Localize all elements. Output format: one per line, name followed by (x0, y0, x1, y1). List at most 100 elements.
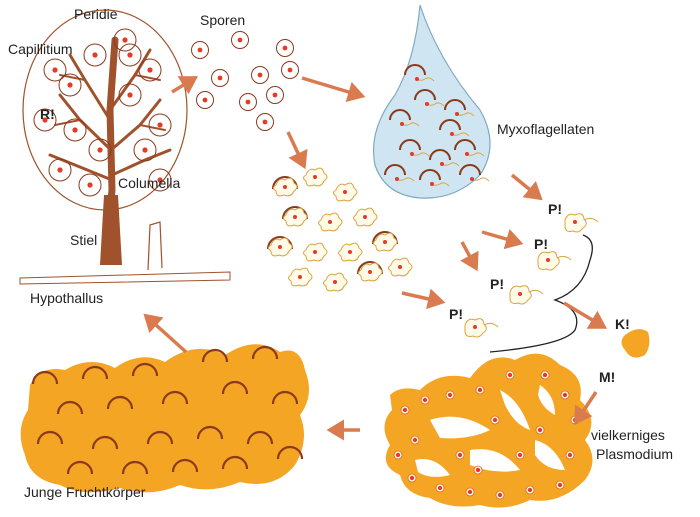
nucleus (422, 397, 428, 403)
label-r-marker: R! (40, 106, 55, 122)
amoeba-nucleus (293, 215, 297, 219)
cap (31, 370, 59, 385)
spore-nucleus (127, 92, 133, 98)
flagellate-cap (399, 139, 421, 151)
stalk-outline (147, 221, 163, 271)
cap (81, 365, 109, 380)
nucleus (542, 372, 548, 378)
flagellate-cap (439, 119, 461, 131)
nucleus (492, 417, 498, 423)
flagellum (528, 289, 544, 295)
arrow-to-cell-4 (401, 288, 446, 310)
amoeba-nucleus (333, 280, 337, 284)
hypothallus-base (19, 271, 231, 285)
amoeba-nucleus (348, 250, 352, 254)
label-plasmodium-line2: Plasmodium (596, 446, 674, 462)
amoeba-nucleus (383, 240, 387, 244)
flagellate-cap (389, 109, 411, 121)
spore-nucleus (245, 99, 251, 105)
flagellate-nucleus (450, 132, 454, 136)
label-hypothallus: Hypothallus (30, 290, 104, 306)
amoeba-nucleus (298, 275, 302, 279)
plasmodium-nuclei (393, 370, 580, 500)
arrow-to-cell-3 (460, 241, 479, 272)
label-junge-fruchtkoerper: Junge Fruchtkörper (24, 484, 146, 500)
flagellate-nucleus (410, 152, 414, 156)
flagellate-cap (414, 89, 436, 101)
label-p-marker-1: P! (548, 201, 562, 217)
spore (138, 58, 162, 82)
spore (256, 113, 274, 131)
cap (131, 362, 159, 377)
amoeba-nucleus (283, 185, 287, 189)
zygote (621, 329, 650, 358)
cap (251, 345, 279, 360)
label-stiel: Stiel (70, 232, 98, 248)
spore (58, 73, 82, 97)
arrow-sporangium-to-spores (171, 76, 198, 95)
label-myxoflagellaten: Myxoflagellaten (497, 121, 595, 137)
single-cells (464, 213, 599, 338)
nucleus (437, 485, 443, 491)
spore-nucleus (257, 72, 263, 78)
nucleus (497, 492, 503, 498)
spore (191, 41, 209, 59)
spore (281, 61, 299, 79)
spore (83, 43, 107, 67)
nucleus (409, 475, 415, 481)
label-p-marker-4: P! (449, 306, 463, 322)
flagellate-cap (419, 169, 441, 181)
flagellum (483, 322, 499, 328)
spore-nucleus (157, 122, 163, 128)
arrow-young-to-sporangium (143, 313, 188, 354)
spore (118, 43, 142, 67)
spore-nucleus (282, 45, 288, 51)
cap (276, 445, 304, 460)
spore (88, 138, 112, 162)
spore (118, 83, 142, 107)
brace (489, 234, 593, 353)
spore-nucleus (272, 92, 278, 98)
cap (66, 460, 94, 475)
flagellate-nucleus (415, 77, 419, 81)
spore (113, 28, 137, 52)
arrow-spores-to-amoebae (286, 131, 308, 170)
label-sporen: Sporen (200, 12, 246, 28)
label-columella: Columella (118, 175, 181, 191)
cap (36, 430, 64, 445)
spore-nucleus (122, 37, 128, 43)
nucleus (402, 407, 408, 413)
flagellate-cap (454, 139, 476, 151)
label-peridie: Peridie (74, 6, 118, 22)
amoeba-nucleus (518, 292, 522, 296)
spore (43, 58, 67, 82)
label-m-marker: M! (599, 369, 616, 385)
cap (91, 435, 119, 450)
label-p-marker-3: P! (490, 276, 504, 292)
amoeba-nucleus (473, 325, 477, 329)
cap (146, 430, 174, 445)
arrow-to-cell-2 (481, 229, 524, 250)
flagellate-cap (459, 164, 481, 176)
nucleus (477, 387, 483, 393)
spore-nucleus (157, 177, 163, 183)
spore (251, 66, 269, 84)
cap (271, 390, 299, 405)
spore (148, 113, 172, 137)
spore (148, 168, 172, 192)
free-spores (191, 31, 299, 131)
amoeba-nucleus (546, 258, 550, 262)
germinating-amoebae (267, 167, 413, 292)
spore-nucleus (217, 75, 223, 81)
arrow-spores-to-droplet (301, 76, 366, 103)
spore-nucleus (42, 117, 48, 123)
amoeba-nucleus (313, 175, 317, 179)
cap (106, 395, 134, 410)
amoeba-nucleus (313, 250, 317, 254)
spore (78, 173, 102, 197)
spore-nucleus (142, 147, 148, 153)
cap (56, 400, 84, 415)
cap (221, 455, 249, 470)
inner-spores (33, 28, 172, 197)
